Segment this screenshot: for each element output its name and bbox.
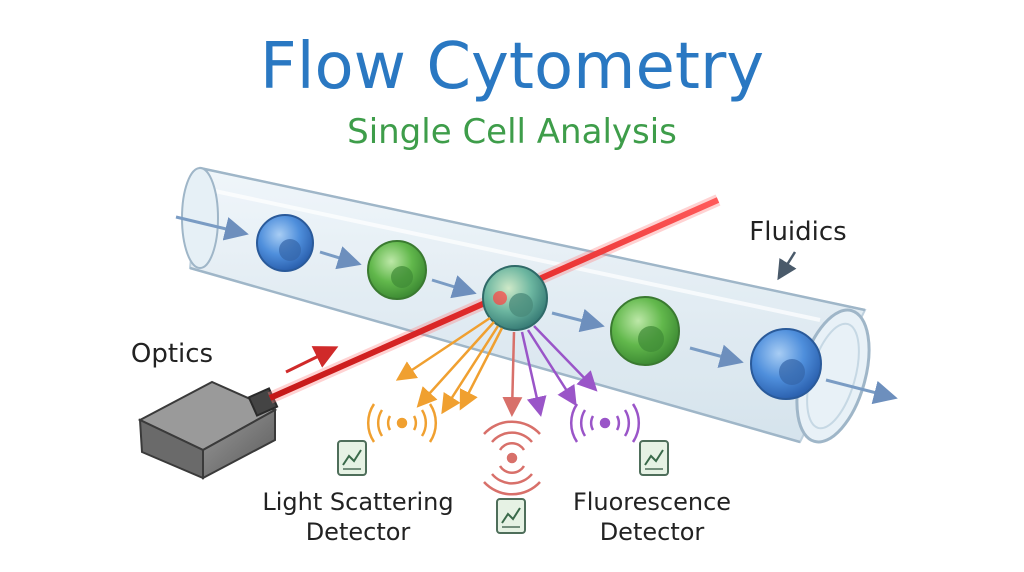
cell-green-1: [367, 240, 427, 300]
cell-green-2: [610, 296, 680, 366]
page-title: Flow Cytometry: [260, 30, 764, 104]
flow-arrow: [431, 275, 477, 299]
fluidics-pointer-arrow: [777, 251, 797, 281]
flow-arrow-in: [175, 215, 249, 241]
detector-chart-icon: [337, 440, 367, 476]
emission-arrows: [502, 325, 598, 417]
cell-blue-1: [256, 214, 314, 272]
fluidics-label: Fluidics: [749, 217, 846, 247]
laser-source-icon: [137, 380, 279, 480]
flow-arrow: [551, 308, 605, 333]
cell-interrogated: [482, 265, 548, 331]
flow-arrows: [175, 215, 898, 405]
emission-wave-icon: [483, 420, 541, 496]
fluorescence-wave-icon: [570, 403, 640, 443]
optics-label: Optics: [131, 339, 213, 369]
scatter-arrows: [395, 316, 504, 415]
scatter-label-line2: Detector: [306, 518, 411, 546]
page-subtitle: Single Cell Analysis: [347, 112, 677, 152]
scatter-label-line1: Light Scattering: [262, 488, 453, 516]
flow-arrow-out: [825, 378, 898, 405]
scatter-wave-icon: [367, 403, 437, 443]
cell-blue-2: [750, 328, 822, 400]
fluorescence-label-line2: Detector: [600, 518, 705, 546]
flow-arrow: [319, 246, 362, 270]
detector-chart-icon: [639, 440, 669, 476]
detector-chart-icon: [496, 498, 526, 534]
fluorescence-label-line1: Fluorescence: [573, 488, 731, 516]
flow-arrow: [689, 344, 744, 368]
